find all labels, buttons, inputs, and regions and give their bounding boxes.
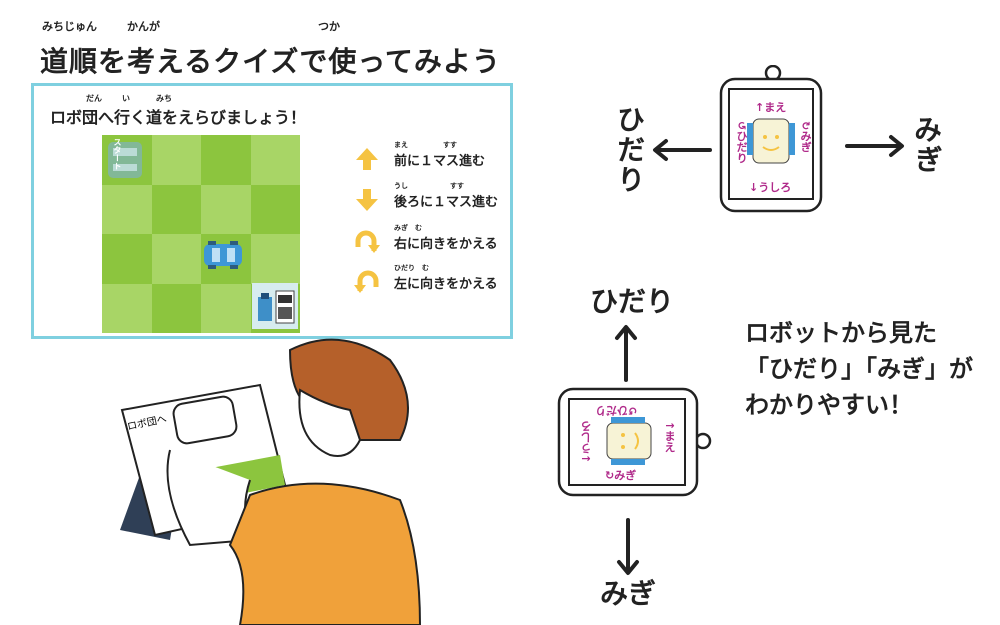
furigana-i: い	[122, 94, 130, 103]
robot1-device: ↑まえ ↓うしろ ↺ひだり ↻みぎ	[715, 64, 827, 215]
robot2-top-label: ひだり	[590, 285, 675, 318]
robot1-screen-right: ↻みぎ	[799, 121, 812, 153]
command-backward-furigana: うし すす	[394, 182, 464, 190]
robot1-left-label: ひだり	[613, 105, 646, 195]
quiz-question: ロボ団へ行く道をえらびましょう！	[50, 108, 307, 127]
robot1-screen-bottom: ↓うしろ	[749, 181, 792, 194]
command-forward: まえ すす 前に１マス進む	[354, 140, 514, 174]
robot2-screen-left: ↺ひだり	[595, 404, 638, 417]
command-turn-right-label: 右に向きをかえる	[394, 237, 498, 252]
down-arrow-icon	[617, 518, 639, 575]
command-turn-left-furigana: ひだり む	[394, 264, 429, 272]
command-backward: うし すす 後ろに１マス進む	[354, 181, 514, 215]
message-line1: ロボットから見た	[745, 319, 937, 347]
quiz-panel: だん い みち ロボ団へ行く道をえらびましょう！ スタート	[31, 83, 513, 339]
robot1-screen-top: ↑まえ	[755, 101, 787, 114]
robot2-bottom-label: みぎ	[600, 577, 657, 610]
quiz-grid	[102, 135, 300, 333]
robot-car	[202, 240, 244, 274]
furigana-michi: みち	[156, 94, 172, 103]
command-turn-left-label: 左に向きをかえる	[394, 277, 498, 292]
robot2-device: ↑まえ ↓うしろ ↺ひだり ↻みぎ	[555, 385, 715, 500]
robot2-screen-top: ↑まえ	[663, 421, 676, 453]
turn-right-arrow-icon	[355, 230, 380, 253]
car-icon	[108, 142, 142, 178]
robot1-right-label: みぎ	[910, 115, 943, 175]
command-turn-left: ひだり む 左に向きをかえる	[354, 263, 514, 297]
command-turn-right: みぎ む 右に向きをかえる	[354, 223, 514, 257]
command-backward-label: 後ろに１マス進む	[394, 195, 499, 210]
start-label: スタート	[113, 138, 122, 170]
robot2-screen-right: ↻みぎ	[605, 469, 637, 482]
robot1-screen-left: ↺ひだり	[735, 121, 748, 164]
up-arrow-icon	[356, 148, 378, 170]
title-furigana-michijun: みちじゅん	[42, 20, 97, 33]
down-arrow-icon	[356, 189, 378, 211]
building-icon	[252, 283, 298, 329]
left-arrow-icon	[653, 139, 712, 161]
person-tablet-illustration: ロボ団へ	[120, 338, 422, 625]
car-icon	[204, 241, 242, 269]
turn-left-arrow-icon	[354, 270, 379, 293]
goal-building	[252, 283, 298, 333]
command-forward-label: 前に１マス進む	[394, 154, 486, 169]
up-arrow-icon	[615, 325, 637, 382]
title-furigana-tsuka: つか	[318, 20, 340, 33]
message-line2: 「ひだり」「みぎ」が	[745, 355, 973, 383]
right-arrow-icon	[845, 135, 904, 157]
command-turn-right-furigana: みぎ む	[394, 224, 422, 232]
message-text: ロボットから見た 「ひだり」「みぎ」が わかりやすい！	[745, 315, 973, 423]
title-text: 道順を考えるクイズで使ってみよう	[40, 45, 501, 78]
robot2-screen-bottom: ↓うしろ	[580, 421, 593, 464]
furigana-dan: だん	[86, 94, 102, 103]
start-car: スタート	[104, 138, 146, 182]
command-forward-furigana: まえ すす	[394, 141, 457, 149]
title-furigana-kanga: かんが	[127, 20, 160, 33]
message-line3: わかりやすい！	[745, 391, 913, 419]
